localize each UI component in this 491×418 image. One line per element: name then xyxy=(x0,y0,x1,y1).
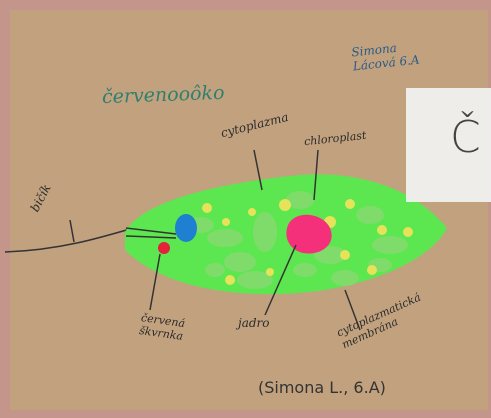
photo-caption: (Simona L., 6.A) xyxy=(258,378,386,397)
granule xyxy=(248,208,256,216)
chloroplast-shape xyxy=(293,263,317,277)
red-eyespot xyxy=(158,242,170,254)
granule xyxy=(403,227,413,237)
label-nucleus: jadro xyxy=(238,316,270,330)
blue-blob xyxy=(175,214,197,242)
chloroplast-shape xyxy=(224,252,256,272)
granule xyxy=(377,225,387,235)
granule xyxy=(279,199,291,211)
granule xyxy=(340,250,350,260)
chloroplast-shape xyxy=(205,263,225,277)
granule xyxy=(222,218,230,226)
overlay-letter: Č xyxy=(450,112,481,163)
granule xyxy=(266,268,274,276)
chloroplast-shape xyxy=(372,236,408,254)
granule xyxy=(345,199,355,209)
chloroplast-shape xyxy=(331,270,359,286)
granule xyxy=(202,203,212,213)
granule xyxy=(367,265,377,275)
chloroplast-shape xyxy=(356,206,384,224)
chloroplast-shape xyxy=(207,229,243,247)
chloroplast-shape xyxy=(253,212,277,252)
handwritten-title: červenooôko xyxy=(102,82,225,108)
granule xyxy=(225,275,235,285)
